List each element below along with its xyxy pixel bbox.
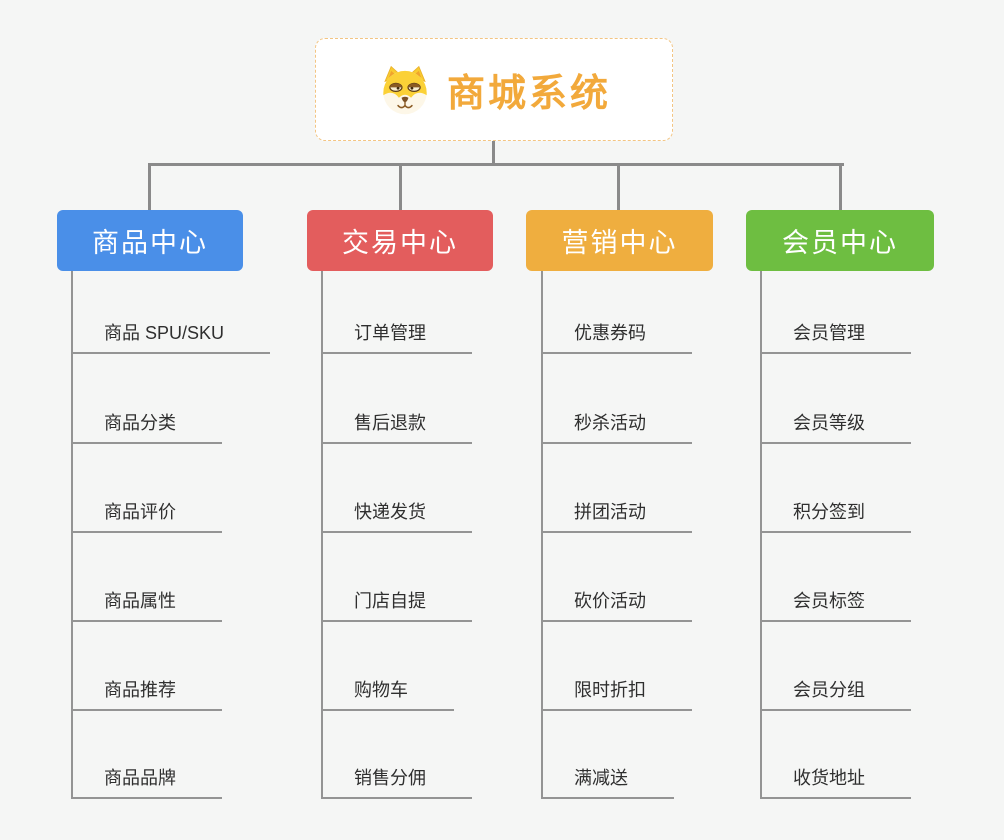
leaf-node[interactable]: 收货地址: [760, 755, 911, 799]
connector-root-vertical: [492, 141, 495, 165]
leaf-node[interactable]: 砍价活动: [541, 578, 692, 622]
leaf-node[interactable]: 商品推荐: [71, 667, 222, 711]
leaf-node[interactable]: 门店自提: [321, 578, 472, 622]
dog-face-icon: [383, 65, 427, 114]
leaf-node[interactable]: 商品分类: [71, 400, 222, 444]
connector-drop-trade: [399, 164, 402, 210]
root-title: 商城系统: [446, 73, 611, 115]
connector-horizontal-bus: [148, 163, 844, 166]
leaf-node[interactable]: 会员管理: [760, 310, 911, 354]
leaf-node[interactable]: 拼团活动: [541, 489, 692, 533]
leaf-node[interactable]: 销售分佣: [321, 755, 472, 799]
leaf-node[interactable]: 优惠券码: [541, 310, 692, 354]
leaf-node[interactable]: 会员标签: [760, 578, 911, 622]
leaf-node[interactable]: 秒杀活动: [541, 400, 692, 444]
leaf-node[interactable]: 售后退款: [321, 400, 472, 444]
leaf-node[interactable]: 限时折扣: [541, 667, 692, 711]
branch-node-trade[interactable]: 交易中心: [307, 210, 493, 271]
leaf-node[interactable]: 满减送: [541, 755, 674, 799]
spine-product: [71, 271, 73, 799]
spine-trade: [321, 271, 323, 799]
connector-drop-marketing: [617, 164, 620, 210]
spine-marketing: [541, 271, 543, 799]
branch-node-marketing[interactable]: 营销中心: [526, 210, 713, 271]
branch-node-member[interactable]: 会员中心: [746, 210, 934, 271]
leaf-node[interactable]: 商品品牌: [71, 755, 222, 799]
root-node[interactable]: 商城系统: [315, 38, 673, 141]
leaf-node[interactable]: 商品评价: [71, 489, 222, 533]
leaf-node[interactable]: 商品 SPU/SKU: [71, 310, 271, 354]
leaf-node[interactable]: 订单管理: [321, 310, 472, 354]
connector-drop-product: [148, 164, 151, 210]
leaf-node[interactable]: 会员等级: [760, 400, 911, 444]
leaf-node[interactable]: 会员分组: [760, 667, 911, 711]
leaf-node[interactable]: 商品属性: [71, 578, 222, 622]
leaf-node[interactable]: 积分签到: [760, 489, 911, 533]
leaf-node[interactable]: 快递发货: [321, 489, 472, 533]
connector-drop-member: [839, 164, 842, 210]
spine-member: [760, 271, 762, 799]
branch-node-product[interactable]: 商品中心: [57, 210, 243, 271]
leaf-node[interactable]: 购物车: [321, 667, 454, 711]
